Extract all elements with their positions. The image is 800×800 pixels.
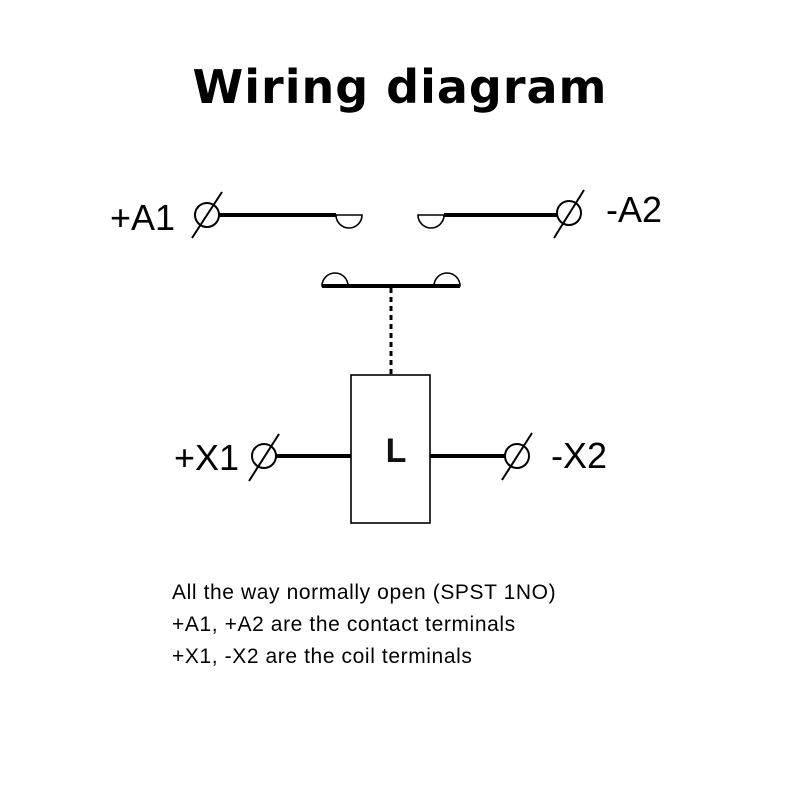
terminal-a1-slash xyxy=(191,191,223,239)
diagram-notes: All the way normally open (SPST 1NO) +A1… xyxy=(172,577,556,673)
coil-terminal-x1: +X1 xyxy=(174,433,280,482)
movable-contact-bridge xyxy=(321,272,461,288)
left-fixed-contact xyxy=(335,214,363,229)
note-line: +A1, +A2 are the contact terminals xyxy=(172,613,516,636)
bridge-left-contact xyxy=(321,272,349,287)
terminal-a2-ring xyxy=(556,200,582,226)
terminal-a2-label: -A2 xyxy=(606,189,662,230)
bridge-right-contact xyxy=(433,272,461,287)
contact-terminal-a1: +A1 xyxy=(110,191,223,239)
terminal-x2-label: -X2 xyxy=(551,435,607,476)
diagram-title: Wiring diagram xyxy=(192,60,608,114)
terminal-x2-ring xyxy=(504,443,530,469)
terminal-x1-slash xyxy=(248,433,280,482)
right-fixed-contact xyxy=(417,214,445,229)
note-line: All the way normally open (SPST 1NO) xyxy=(172,581,557,604)
terminal-a2-slash xyxy=(553,189,585,239)
coil-box xyxy=(350,374,431,524)
coil-label: L xyxy=(386,432,407,470)
contact-terminal-a2: -A2 xyxy=(553,189,662,239)
terminal-a1-label: +A1 xyxy=(110,197,175,238)
note-line: +X1, -X2 are the coil terminals xyxy=(172,645,473,668)
coil-terminal-x2: -X2 xyxy=(501,432,607,481)
terminal-x2-slash xyxy=(501,432,533,481)
relay-coil: L xyxy=(350,374,431,524)
terminal-x1-label: +X1 xyxy=(174,437,239,478)
